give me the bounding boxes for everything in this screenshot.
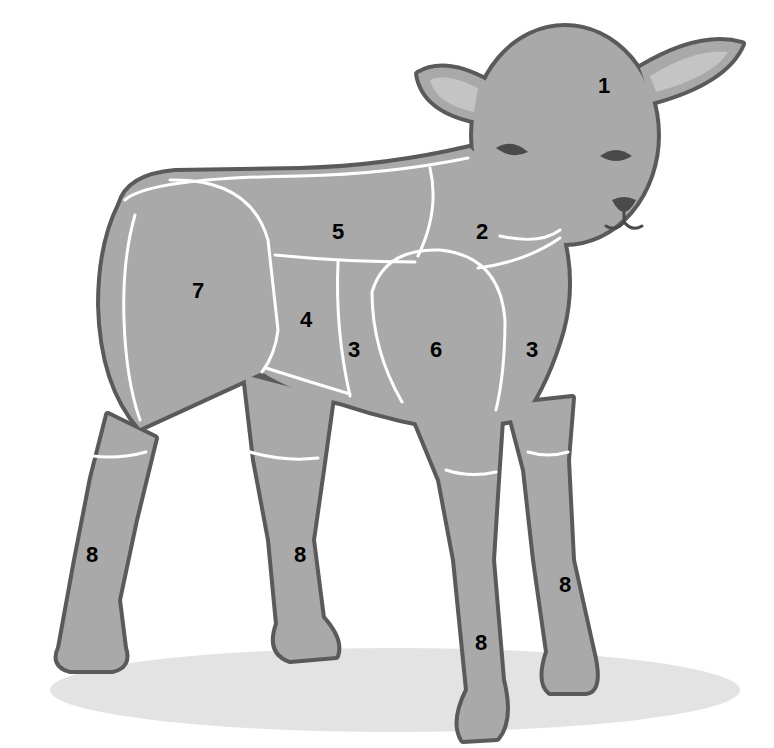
face-features bbox=[496, 144, 636, 212]
callout-number: 3 bbox=[526, 339, 538, 361]
callout-number: 3 bbox=[348, 339, 360, 361]
callout-number: 8 bbox=[294, 544, 306, 566]
ear-inner bbox=[430, 52, 728, 113]
callout-number: 4 bbox=[300, 309, 312, 331]
mouth bbox=[606, 212, 642, 228]
callout-number: 2 bbox=[476, 221, 488, 243]
callout-number: 6 bbox=[430, 339, 442, 361]
callout-number: 8 bbox=[559, 574, 571, 596]
lamb-outline bbox=[58, 27, 742, 740]
ground-shadow bbox=[50, 648, 740, 732]
callout-number: 8 bbox=[86, 544, 98, 566]
callout-number: 8 bbox=[475, 632, 487, 654]
callout-number: 1 bbox=[598, 75, 610, 97]
callout-number: 7 bbox=[192, 280, 204, 302]
lamb-body bbox=[58, 27, 742, 740]
callout-number: 5 bbox=[332, 221, 344, 243]
cut-lines bbox=[72, 158, 568, 475]
